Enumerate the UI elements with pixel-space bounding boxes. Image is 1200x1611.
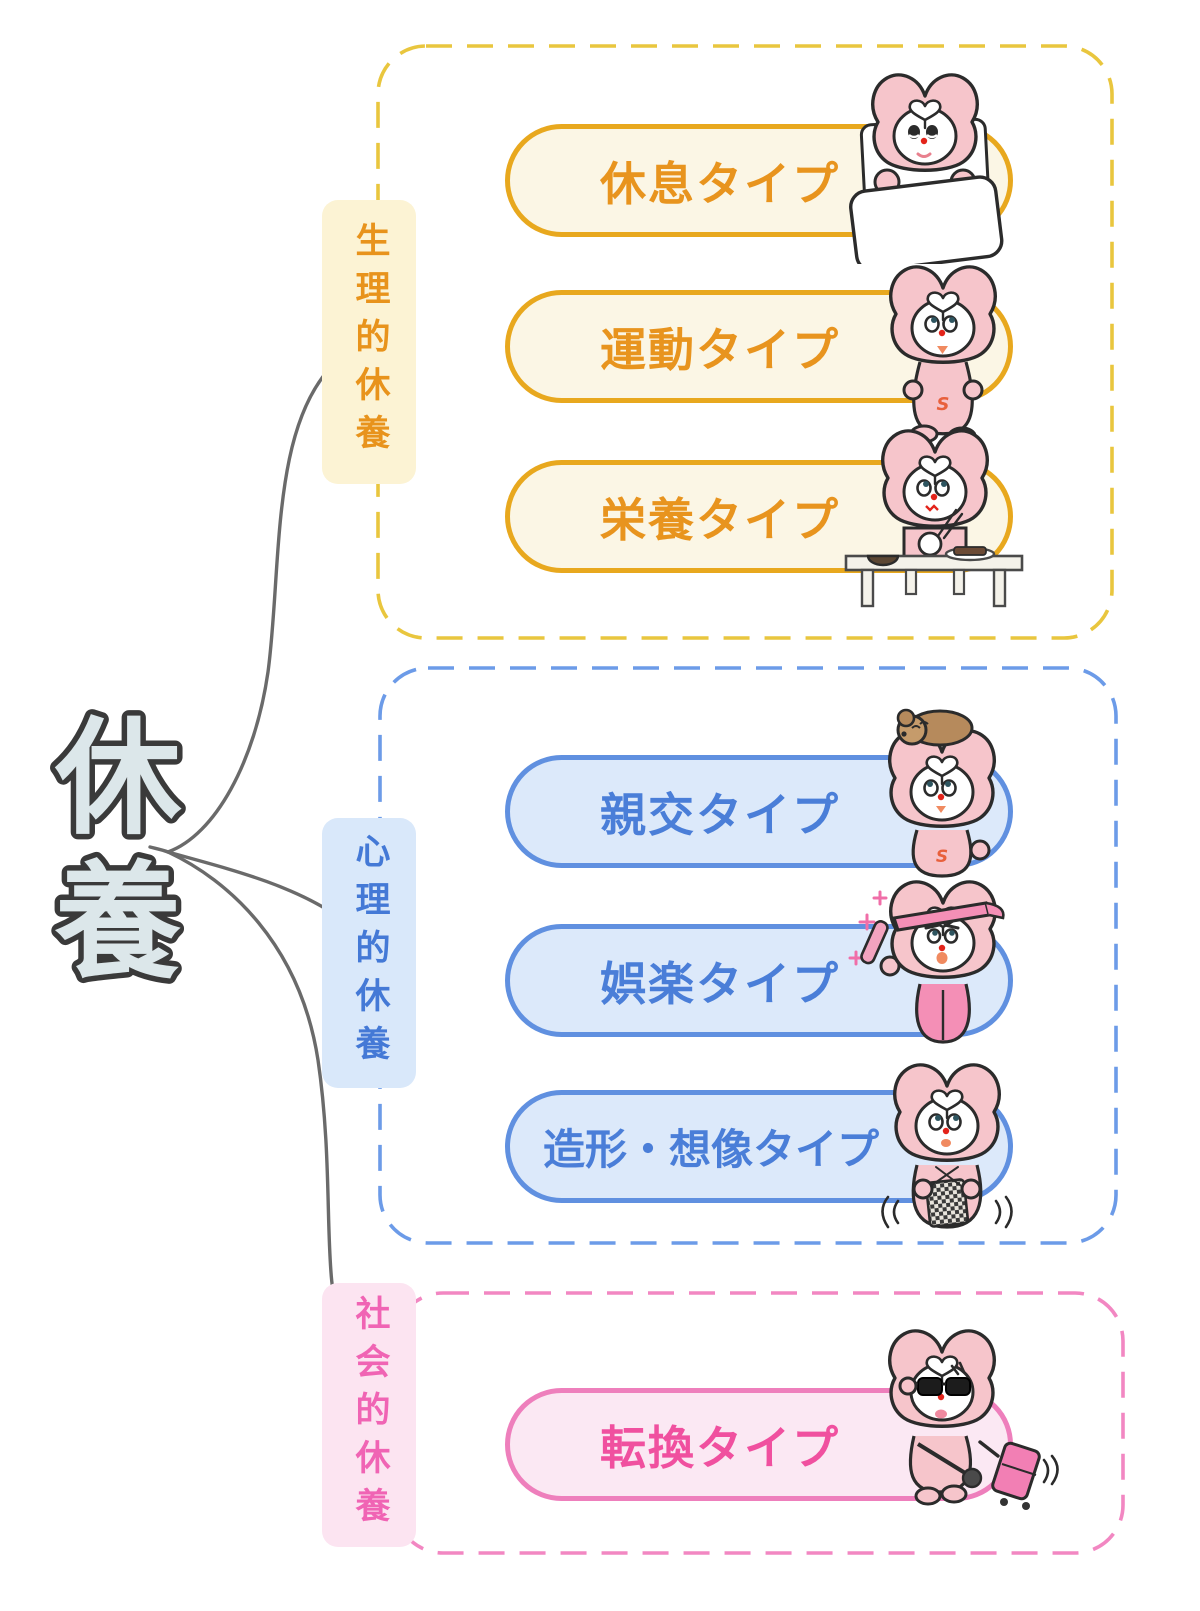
- pill-change-type-text: 転換タイプ: [600, 1420, 840, 1475]
- pill-friendship-type: 親交タイプ: [505, 755, 1013, 868]
- label-social-rest-text: 社会的休養: [349, 1295, 390, 1535]
- pill-creative-imagination-type: 造形・想像タイプ: [505, 1090, 1013, 1203]
- label-psychological-rest: 心理的休養: [322, 818, 416, 1088]
- label-psychological-rest-text: 心理的休養: [349, 833, 390, 1073]
- root-title-char-2: 養: [55, 849, 181, 996]
- pill-entertainment-type-text: 娯楽タイプ: [600, 956, 840, 1011]
- label-physiological-rest-text: 生理的休養: [349, 222, 390, 462]
- connector-root-to-social: [166, 850, 346, 1332]
- pill-rest-type: 休息タイプ: [505, 124, 1013, 237]
- label-physiological-rest: 生理的休養: [322, 200, 416, 484]
- pill-nutrition-type: 栄養タイプ: [505, 460, 1013, 573]
- pill-exercise-type-text: 運動タイプ: [600, 322, 840, 377]
- root-title-char-1: 休: [54, 708, 182, 852]
- physiological-group-box: [376, 44, 1114, 640]
- pill-entertainment-type: 娯楽タイプ: [505, 924, 1013, 1037]
- label-social-rest: 社会的休養: [322, 1283, 416, 1547]
- pill-nutrition-type-text: 栄養タイプ: [600, 492, 840, 547]
- pill-exercise-type: 運動タイプ: [505, 290, 1013, 403]
- pill-change-type: 転換タイプ: [505, 1388, 1013, 1501]
- connector-root-to-physiological: [148, 360, 338, 854]
- pill-creative-imagination-type-text: 造形・想像タイプ: [542, 1125, 879, 1174]
- root-title: 休 養: [49, 708, 188, 1002]
- pill-friendship-type-text: 親交タイプ: [600, 787, 840, 842]
- pill-rest-type-text: 休息タイプ: [600, 156, 840, 211]
